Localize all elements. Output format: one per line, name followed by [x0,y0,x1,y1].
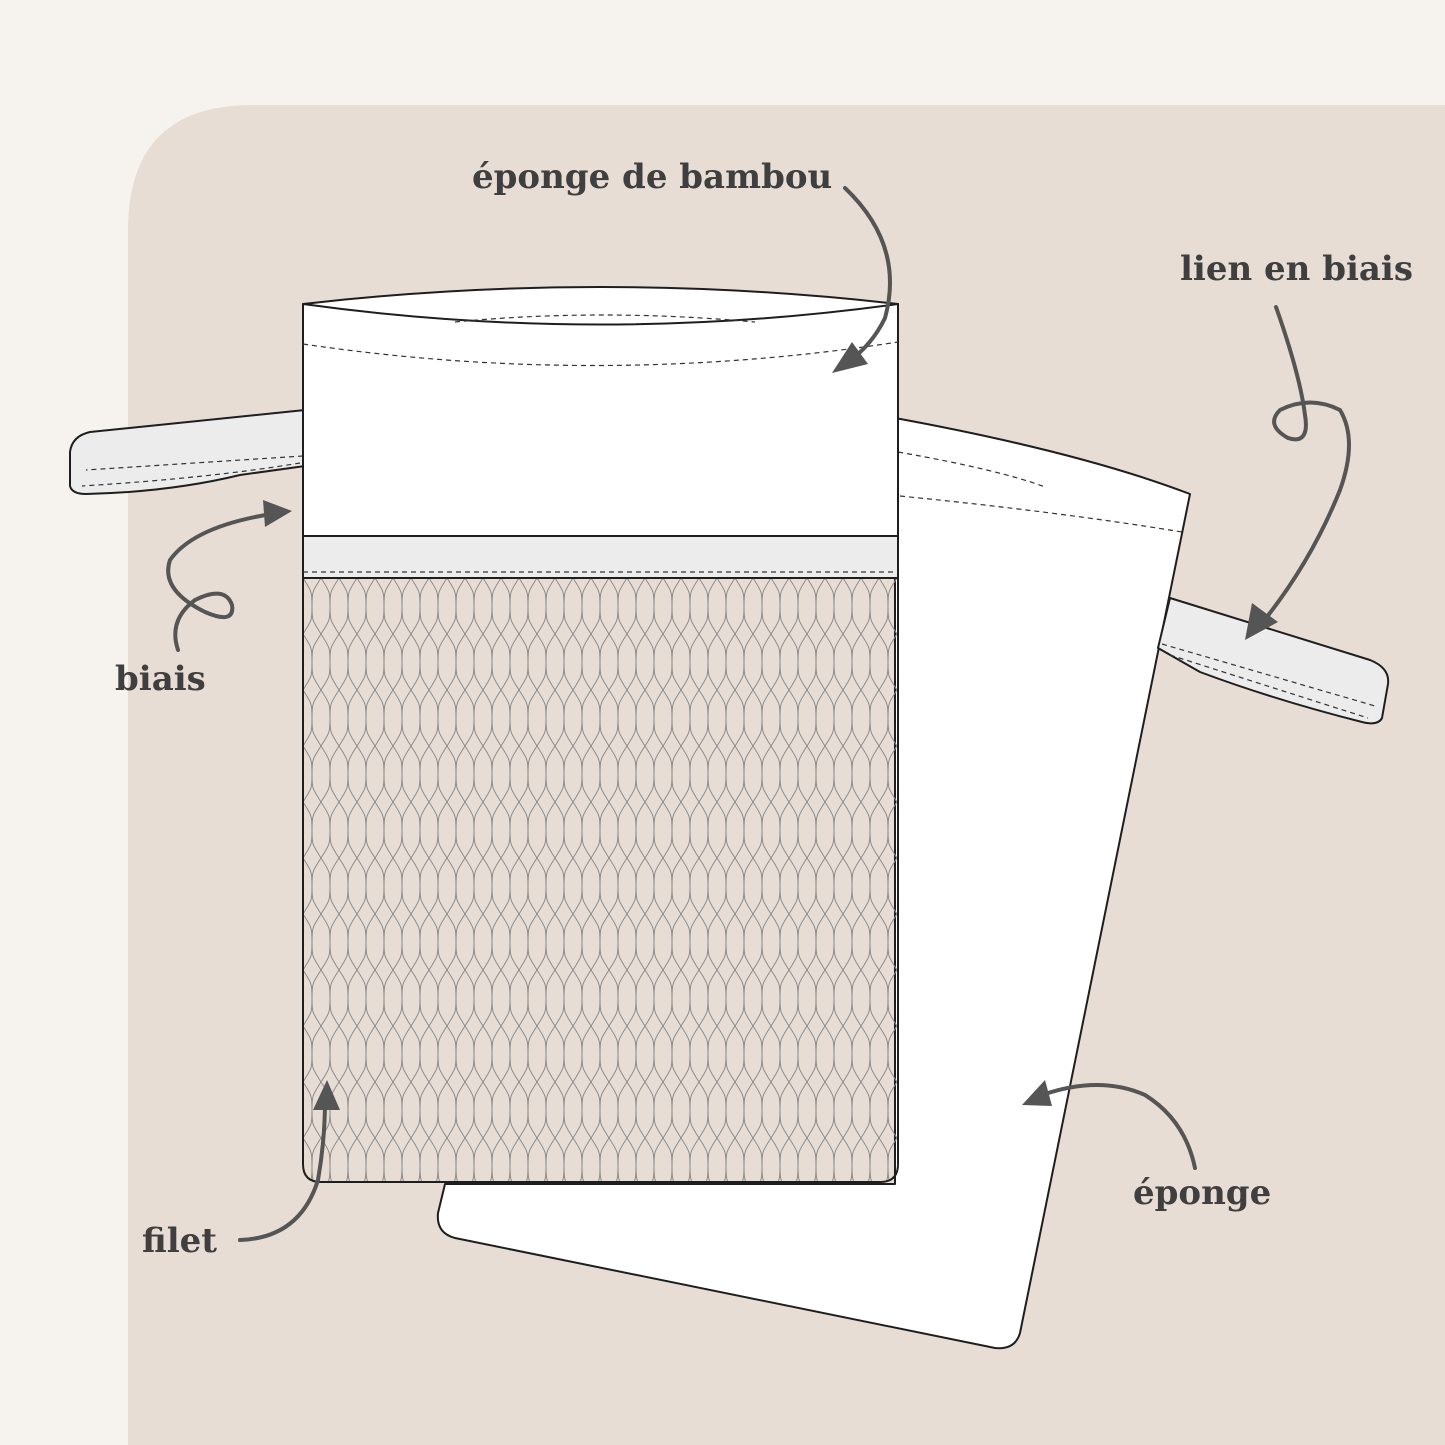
mesh-body [302,577,899,1183]
label-bias-tie: lien en biais [1180,249,1413,289]
right-bias-tie [1157,597,1390,725]
arrow-mesh [238,1080,340,1242]
label-bias-binding: biais [115,659,206,699]
label-mesh: filet [142,1221,217,1261]
bias-binding-strip [302,535,899,579]
arrow-bias-tie [1245,305,1351,640]
arrow-bias-binding [166,500,292,652]
arrow-bamboo-sponge [832,186,892,373]
label-bamboo-sponge: éponge de bambou [472,157,832,197]
left-bias-tie [69,409,306,495]
label-sponge: éponge [1133,1173,1271,1213]
sponge-back-panel [436,417,1191,1350]
front-pouch [302,286,899,1183]
arrow-sponge [1022,1080,1197,1170]
